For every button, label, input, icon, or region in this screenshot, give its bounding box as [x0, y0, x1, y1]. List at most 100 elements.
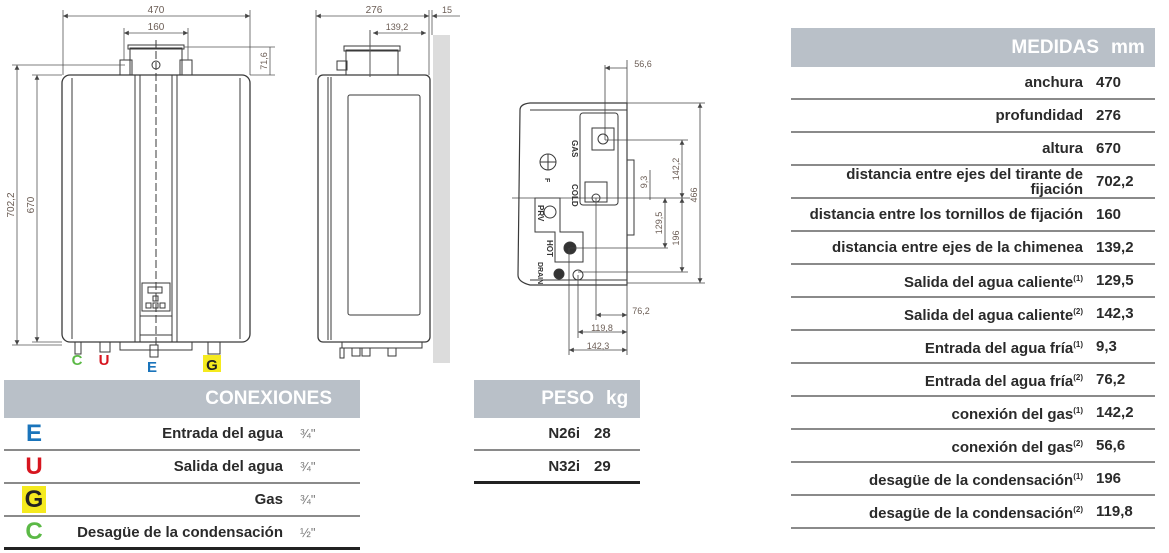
peso-value: 28: [594, 425, 611, 442]
medidas-label: desagüe de la condensación(1): [868, 472, 1083, 489]
conexion-size: ¾": [300, 492, 316, 507]
medidas-label: Entrada del agua fría(1): [924, 340, 1083, 357]
medidas-label: Salida del agua caliente(2): [903, 307, 1083, 324]
medidas-value: 56,6: [1096, 437, 1126, 454]
peso-title: PESO: [541, 388, 594, 409]
medidas-value: 76,2: [1096, 371, 1126, 388]
medidas-value: 276: [1096, 107, 1122, 124]
dim-flue-axis: 139,2: [386, 22, 409, 32]
medidas-row: profundidad 276: [791, 100, 1155, 133]
connection-g: G: [206, 357, 218, 374]
conexion-label: Salida del agua: [173, 458, 283, 475]
connection-e: E: [147, 359, 157, 375]
medidas-row: distancia entre ejes de la chimenea 139,2: [791, 232, 1155, 265]
dim-bracket: 160: [148, 22, 165, 33]
dim-flue-offset: 71,6: [259, 52, 269, 70]
conexion-size: ½": [300, 524, 316, 540]
peso-value: 29: [594, 457, 611, 475]
medidas-row: desagüe de la condensación(2) 119,8: [791, 496, 1155, 529]
conexion-row: U Salida del agua ¾": [4, 451, 360, 484]
dim-drain-y: 196: [671, 230, 681, 245]
conexion-letter: E: [25, 419, 42, 447]
wall: [433, 35, 450, 363]
dim-wall-gap: 15: [442, 5, 452, 15]
medidas-value: 9,3: [1096, 338, 1117, 355]
dim-gas-x: 56,6: [634, 59, 652, 69]
dim-height: 670: [26, 196, 37, 213]
dim-hot-y: 129,5: [654, 212, 664, 235]
technical-drawings: 470 160 702,2 670 71,6 C U E G: [6, 5, 705, 375]
peso-model: N26i: [548, 425, 580, 442]
medidas-row: distancia entre los tornillos de fijació…: [791, 199, 1155, 232]
dim-hot-x: 142,3: [587, 341, 610, 351]
footnote-marker: (2): [1073, 439, 1083, 448]
medidas-row: Salida del agua caliente(2) 142,3: [791, 298, 1155, 331]
medidas-label: Salida del agua caliente(1): [903, 274, 1083, 291]
label-hot: HOT: [545, 240, 554, 257]
label-gas: GAS: [570, 140, 579, 158]
medidas-value: 142,3: [1096, 305, 1134, 322]
medidas-row: Salida del agua caliente(1)129,5: [791, 265, 1155, 298]
connection-u: U: [99, 352, 110, 369]
medidas-value: 670: [1096, 140, 1122, 157]
medidas-value: 139,2: [1096, 239, 1134, 256]
footnote-marker: (1): [1073, 340, 1083, 349]
dim-total-depth: 466: [689, 187, 699, 202]
medidas-label: distancia entre los tornillos de fijació…: [809, 206, 1083, 223]
footnote-marker: (1): [1073, 406, 1083, 415]
medidas-row: conexión del gas(1)142,2: [791, 397, 1155, 430]
medidas-label: profundidad: [995, 107, 1083, 124]
medidas-value: 142,2: [1096, 404, 1134, 421]
medidas-value: 196: [1096, 470, 1122, 487]
medidas-label: distancia entre ejes del tirante de fija…: [846, 165, 1083, 198]
medidas-row: distancia entre ejes del tirante de fija…: [791, 166, 1155, 199]
label-cold: COLD: [570, 184, 579, 207]
footnote-marker: (2): [1073, 505, 1083, 514]
medidas-row: Entrada del agua fría(2)76,2: [791, 364, 1155, 397]
medidas-row: altura 670: [791, 133, 1155, 166]
conexion-row: G Gas ¾": [4, 484, 360, 517]
medidas-label: altura: [1042, 140, 1083, 157]
medidas-label: desagüe de la condensación(2): [868, 505, 1083, 522]
conexion-size: ¾": [300, 459, 316, 474]
medidas-title: MEDIDAS: [1011, 36, 1099, 58]
label-f: F: [543, 178, 550, 183]
conexion-letter: C: [25, 518, 43, 545]
conexion-label: Desagüe de la condensación: [77, 523, 283, 541]
footnote-marker: (1): [1073, 472, 1083, 481]
dim-gas-y: 142,2: [671, 158, 681, 181]
conexiones-header: CONEXIONES: [4, 380, 360, 418]
medidas-row: conexión del gas(2) 56,6: [791, 430, 1155, 463]
conexion-letter: G: [4, 485, 64, 514]
peso-unit: kg: [606, 388, 629, 409]
label-drain: DRAIN: [536, 262, 543, 284]
dim-width: 470: [148, 5, 165, 16]
label-prv: PRV: [536, 205, 545, 222]
conexion-letter: U: [25, 452, 43, 480]
footnote-marker: (2): [1073, 307, 1083, 316]
conexion-label: Gas: [254, 491, 283, 508]
medidas-row: Entrada del agua fría(1) 9,3: [791, 331, 1155, 364]
medidas-header: MEDIDAS mm: [791, 28, 1155, 67]
connection-c: C: [72, 352, 83, 369]
peso-model: N32i: [548, 457, 580, 475]
bottom-view: 56,6 142,2 9,3 129,5 196 466 76,2 119,8 …: [512, 59, 705, 355]
peso-row: N26i 28: [474, 418, 640, 451]
medidas-value: 470: [1096, 74, 1122, 91]
footnote-marker: (1): [1073, 274, 1083, 283]
medidas-label: distancia entre ejes de la chimenea: [832, 239, 1083, 256]
conexiones-title: CONEXIONES: [205, 388, 332, 409]
medidas-value: 702,2: [1096, 173, 1134, 190]
medidas-label: conexión del gas(2): [951, 439, 1083, 456]
conexion-row: C Desagüe de la condensación ½": [4, 517, 360, 550]
control-panel: [141, 282, 171, 312]
peso-header: PESO kg: [474, 380, 640, 418]
medidas-value: 119,8: [1096, 503, 1133, 520]
dim-depth: 276: [366, 5, 383, 16]
medidas-row: desagüe de la condensación(1) 196: [791, 463, 1155, 496]
front-view: 470 160 702,2 670 71,6 C U E G: [6, 5, 275, 375]
dim-cold-y: 9,3: [639, 176, 649, 189]
peso-row: N32i 29: [474, 451, 640, 484]
